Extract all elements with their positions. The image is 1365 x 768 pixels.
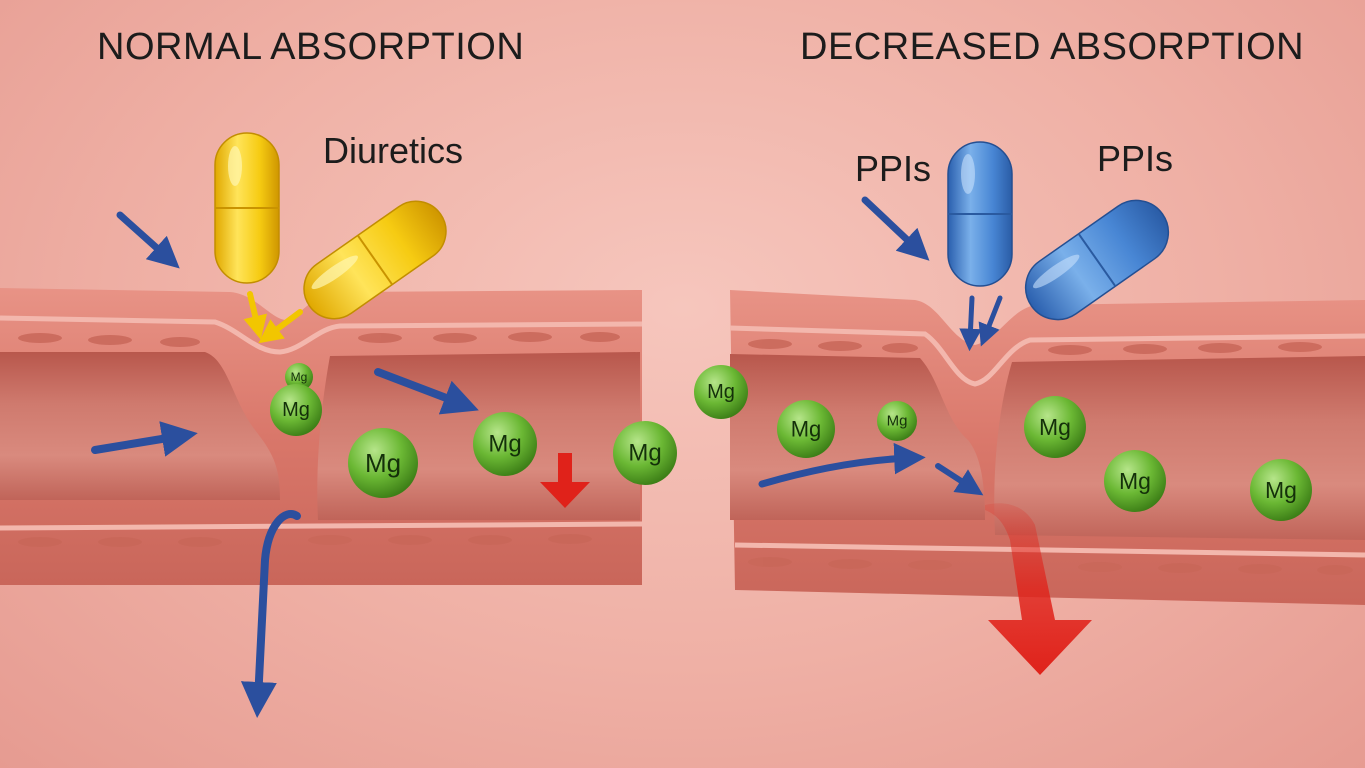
arrow-into-left-pill [116, 211, 180, 269]
mg-ion: Mg [613, 421, 677, 485]
diuretic-pill-tilted [303, 200, 447, 320]
right-lower-membrane [734, 542, 1365, 558]
mg-ion: Mg [285, 363, 313, 391]
arrow-left-excretion [240, 510, 301, 718]
heading-decreased-absorption: DECREASED ABSORPTION [800, 26, 1305, 68]
svg-text:Mg: Mg [628, 440, 661, 467]
svg-text:Mg: Mg [1265, 477, 1297, 503]
left-wall-cells [18, 332, 620, 547]
arrow-right-lumen-flow-2 [935, 463, 984, 496]
right-outer-membrane [729, 325, 1365, 387]
svg-text:Mg: Mg [707, 381, 735, 403]
mg-ion: Mg [694, 365, 748, 419]
arrow-ppi-down-2 [978, 295, 1003, 347]
mg-ion: Mg [777, 400, 835, 458]
mg-ion: Mg [877, 401, 917, 441]
small-red-down-arrow [540, 453, 590, 508]
label-ppis-right: PPIs [1097, 138, 1174, 179]
label-diuretics: Diuretics [323, 130, 464, 171]
label-ppis-left: PPIs [855, 148, 932, 189]
arrow-ppi-down-1 [959, 295, 982, 352]
svg-text:Mg: Mg [365, 448, 401, 478]
mg-ion: Mg [348, 428, 418, 498]
arrow-into-ppi [861, 196, 930, 261]
svg-text:Mg: Mg [887, 413, 908, 430]
svg-text:Mg: Mg [291, 370, 308, 384]
mg-ion: Mg [1250, 459, 1312, 521]
ppi-pill-upright [947, 141, 1013, 287]
ppi-pill-tilted [1024, 199, 1170, 321]
diuretic-pill-upright [214, 132, 280, 284]
left-outer-membrane [0, 315, 643, 355]
mg-ion: Mg [1024, 396, 1086, 458]
heading-normal-absorption: NORMAL ABSORPTION [97, 26, 525, 68]
large-red-loss-arrow [985, 503, 1092, 675]
loss-arrows [540, 453, 1092, 675]
left-vessel [0, 288, 643, 585]
left-lumen-a [0, 352, 280, 500]
svg-text:Mg: Mg [488, 431, 521, 458]
left-lower-membrane [0, 521, 643, 531]
diuretic-arrows [243, 291, 303, 344]
svg-text:Mg: Mg [282, 399, 310, 421]
arrow-left-lumen-flow [91, 421, 198, 457]
flow-arrows [91, 196, 1003, 718]
mg-ion: Mg [270, 384, 322, 436]
arrow-right-lumen-flow [758, 442, 926, 488]
arrow-left-lumen-flow-2 [374, 368, 479, 415]
svg-text:Mg: Mg [791, 417, 822, 442]
mg-ion: Mg [473, 412, 537, 476]
svg-text:Mg: Mg [1119, 468, 1151, 494]
svg-text:Mg: Mg [1039, 414, 1071, 440]
mg-ion: Mg [1104, 450, 1166, 512]
right-wall-cells [748, 339, 1353, 575]
mg-ions: Mg Mg Mg Mg Mg Mg Mg Mg Mg Mg Mg [270, 363, 1312, 521]
